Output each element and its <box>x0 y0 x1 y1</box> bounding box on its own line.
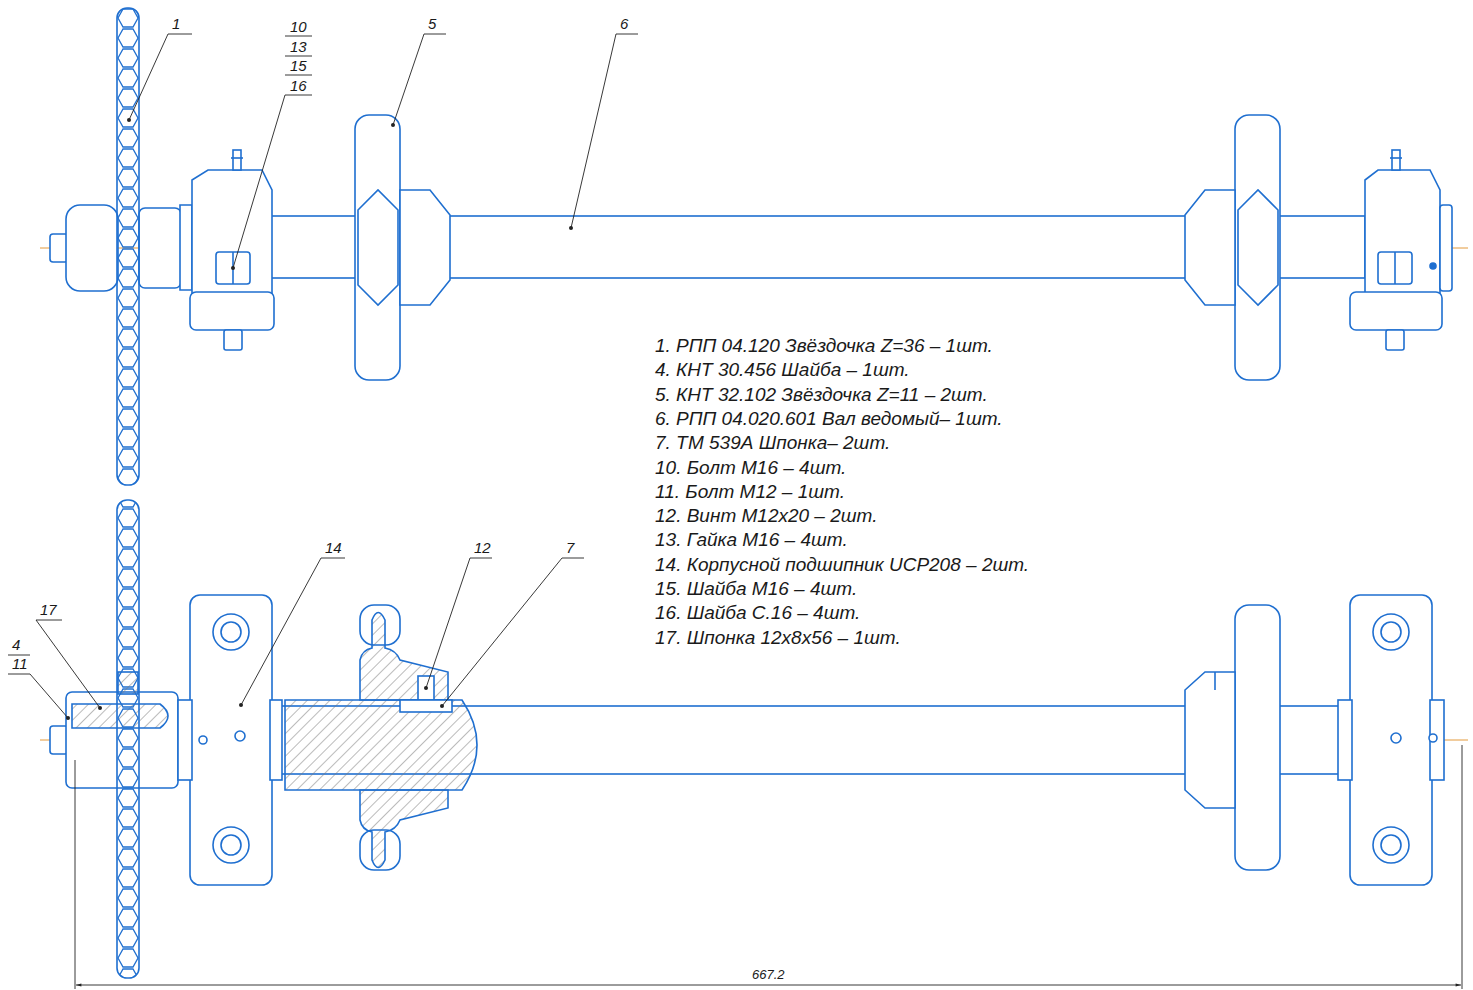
parts-list-line: 12. Винт М12х20 – 2шт. <box>655 506 877 527</box>
callout-number: 15 <box>290 58 307 75</box>
parts-list-line: 7. ТМ 539А Шпонка– 2шт. <box>655 433 890 454</box>
callout-number: 13 <box>290 39 307 56</box>
callout-number: 12 <box>474 540 491 557</box>
leader-dots <box>66 118 573 720</box>
callout-number: 1 <box>172 16 180 33</box>
parts-list-line: 5. КНТ 32.102 Звёздочка Z=11 – 2шт. <box>655 385 988 406</box>
callout-number: 4 <box>12 637 20 654</box>
callout-number: 17 <box>40 602 57 619</box>
callout-number: 6 <box>620 16 628 33</box>
callout-number: 5 <box>428 16 436 33</box>
parts-list-line: 1. РПП 04.120 Звёздочка Z=36 – 1шт. <box>655 336 993 357</box>
parts-list-line: 17. Шпонка 12х8х56 – 1шт. <box>655 628 901 649</box>
callout-number: 16 <box>290 78 307 95</box>
parts-list-line: 15. Шайба М16 – 4шт. <box>655 579 857 600</box>
dimension-lines <box>75 745 1462 989</box>
callout-number: 14 <box>325 540 342 557</box>
parts-list-line: 16. Шайба С.16 – 4шт. <box>655 603 860 624</box>
callout-number: 10 <box>290 19 307 36</box>
top-view <box>50 8 1452 485</box>
dimension-value: 667.2 <box>752 968 785 982</box>
callout-number: 11 <box>12 656 28 673</box>
parts-list-line: 4. КНТ 30.456 Шайба – 1шт. <box>655 360 910 381</box>
parts-list-line: 13. Гайка М16 – 4шт. <box>655 530 848 551</box>
callout-number: 7 <box>566 540 574 557</box>
leader-lines <box>8 34 638 718</box>
bottom-view <box>50 500 1444 978</box>
parts-list-line: 10. Болт М16 – 4шт. <box>655 458 846 479</box>
parts-list-line: 11. Болт М12 – 1шт. <box>655 482 845 503</box>
parts-list-line: 6. РПП 04.020.601 Вал ведомый– 1шт. <box>655 409 1003 430</box>
parts-list-line: 14. Корпусной подшипник UCP208 – 2шт. <box>655 555 1029 576</box>
